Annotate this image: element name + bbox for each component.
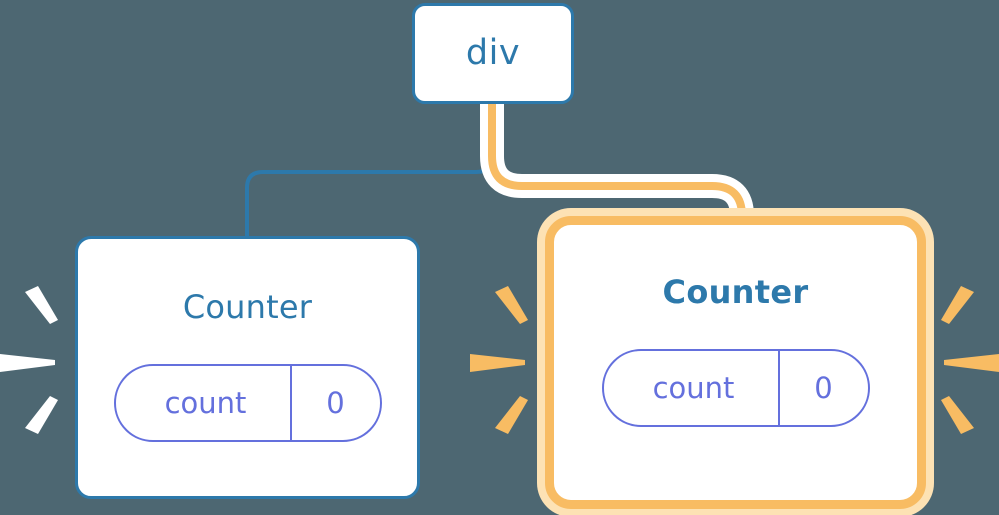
- node-counter-right-label: Counter: [662, 273, 809, 311]
- state-value: 0: [777, 351, 868, 425]
- node-div-label: div: [465, 33, 521, 73]
- node-counter-right[interactable]: Counter count 0: [545, 216, 926, 509]
- state-key: count: [164, 385, 247, 420]
- state-pill-counter-right: count 0: [601, 349, 870, 427]
- edge-div-to-counter-right-halo: [480, 104, 754, 232]
- node-div[interactable]: div: [412, 3, 574, 104]
- state-pill-counter-left: count 0: [113, 364, 382, 442]
- edge-div-to-counter-left: [245, 104, 494, 238]
- node-counter-left[interactable]: Counter count 0: [75, 236, 420, 499]
- node-counter-left-label: Counter: [182, 288, 313, 326]
- state-key: count: [652, 370, 735, 405]
- edge-div-to-counter-right: [488, 104, 746, 232]
- state-value: 0: [289, 366, 380, 440]
